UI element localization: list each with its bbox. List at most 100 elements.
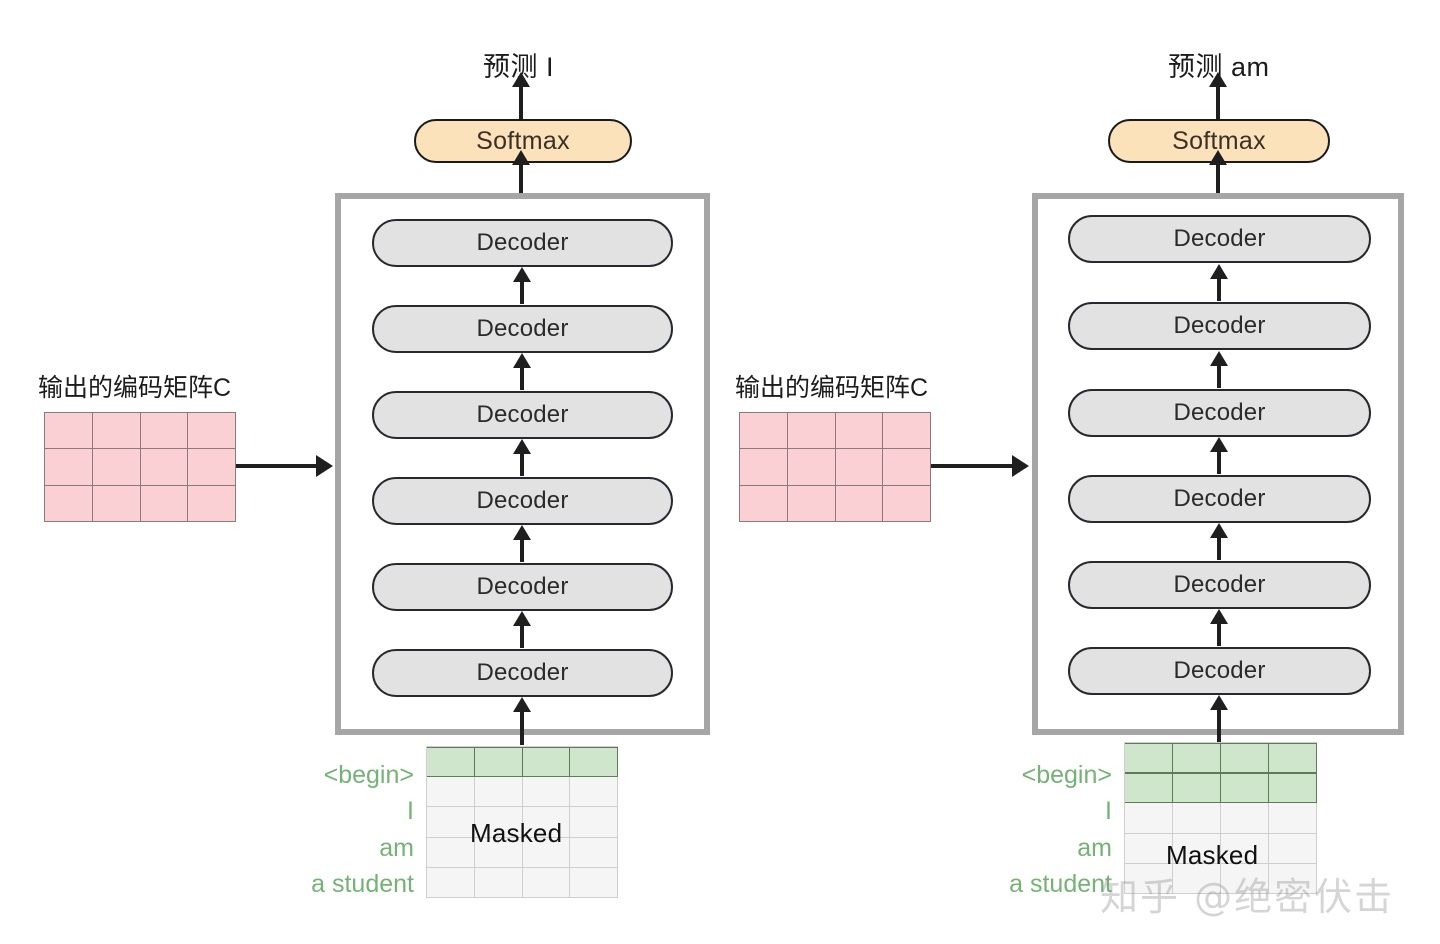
- token-label: I: [1105, 797, 1112, 826]
- encoding-matrix-cell: [740, 485, 788, 522]
- decoder-box-right-2[interactable]: Decoder: [1068, 302, 1371, 350]
- input-cell-masked: [1221, 863, 1269, 894]
- encoding-matrix-label-right: 输出的编码矩阵C: [735, 374, 929, 402]
- token-label: <begin>: [323, 761, 414, 789]
- input-cell-masked: [570, 777, 618, 808]
- input-cell-masked: [1221, 803, 1269, 834]
- input-cell-masked: [1221, 833, 1269, 864]
- input-cell-masked: [427, 777, 475, 808]
- input-cell-active: [1221, 743, 1269, 774]
- input-cell-masked: [522, 867, 571, 898]
- input-cell-masked: [1173, 803, 1221, 834]
- arrow-decoder-left-3-to-2: [520, 366, 524, 390]
- input-cell-masked: [522, 807, 571, 838]
- arrow-decoder-right-2-to-1: [1217, 277, 1221, 301]
- input-cell-masked: [570, 807, 618, 838]
- arrow-decoder-right-6-to-5: [1217, 622, 1221, 646]
- token-label: I: [407, 797, 414, 826]
- input-cell-masked: [570, 837, 618, 868]
- input-cell-masked: [1173, 833, 1221, 864]
- input-cell-masked: [474, 867, 523, 898]
- input-cell-masked: [1125, 833, 1173, 864]
- token-label: am: [379, 833, 414, 862]
- decoder-box-left-3[interactable]: Decoder: [372, 391, 673, 439]
- input-cell-masked: [1269, 833, 1317, 864]
- masked-label-left: Masked: [470, 818, 563, 848]
- arrow-matrix-to-stack-right: [931, 464, 1015, 468]
- masked-label-right: Masked: [1166, 840, 1259, 870]
- input-matrix-right: [1124, 742, 1317, 894]
- decoder-box-right-5[interactable]: Decoder: [1068, 561, 1371, 609]
- softmax-box-left[interactable]: Softmax: [414, 119, 632, 163]
- encoding-matrix-label-left: 输出的编码矩阵C: [38, 374, 232, 402]
- encoding-matrix-cell: [835, 485, 884, 522]
- input-cell-active: [1269, 743, 1317, 774]
- input-cell-masked: [522, 777, 571, 808]
- encoding-matrix-left: [44, 412, 236, 522]
- decoder-box-right-4[interactable]: Decoder: [1068, 475, 1371, 523]
- decoder-box-left-5[interactable]: Decoder: [372, 563, 673, 611]
- input-cell-active: [427, 747, 475, 778]
- encoding-matrix-cell: [787, 449, 836, 486]
- arrow-stack-to-softmax-right: [1216, 163, 1220, 195]
- decoder-box-left-4[interactable]: Decoder: [372, 477, 673, 525]
- token-label: am: [1077, 833, 1112, 862]
- input-cell-masked: [1125, 863, 1173, 894]
- arrow-stack-to-softmax-left: [519, 163, 523, 198]
- encoding-matrix-cell: [45, 449, 93, 486]
- arrow-input-to-decoder-left-6: [520, 710, 524, 745]
- token-label: a student: [311, 869, 414, 898]
- encoding-matrix-cell: [45, 413, 93, 450]
- input-cell-active: [1221, 773, 1269, 804]
- encoding-matrix-right: [739, 412, 931, 522]
- encoding-matrix-cell: [188, 485, 236, 522]
- encoding-matrix-cell: [140, 413, 189, 450]
- arrow-softmax-to-prediction-right: [1216, 85, 1220, 123]
- encoding-matrix-cell: [740, 413, 788, 450]
- input-cell-masked: [570, 867, 618, 898]
- encoding-matrix-cell: [45, 485, 93, 522]
- arrow-decoder-left-4-to-3: [520, 452, 524, 476]
- input-cell-masked: [474, 777, 523, 808]
- arrow-decoder-left-5-to-4: [520, 538, 524, 562]
- encoding-matrix-cell: [188, 413, 236, 450]
- input-cell-masked: [1173, 863, 1221, 894]
- encoding-matrix-cell: [92, 413, 141, 450]
- input-cell-active: [1269, 773, 1317, 804]
- input-cell-masked: [427, 867, 475, 898]
- encoding-matrix-cell: [188, 449, 236, 486]
- encoding-matrix-cell: [92, 449, 141, 486]
- decoder-box-right-3[interactable]: Decoder: [1068, 389, 1371, 437]
- decoder-box-right-1[interactable]: Decoder: [1068, 215, 1371, 263]
- arrow-decoder-left-6-to-5: [520, 624, 524, 648]
- decoder-box-left-2[interactable]: Decoder: [372, 305, 673, 353]
- decoder-box-left-6[interactable]: Decoder: [372, 649, 673, 697]
- arrow-decoder-right-4-to-3: [1217, 450, 1221, 474]
- encoding-matrix-cell: [740, 449, 788, 486]
- input-matrix-left: [426, 746, 618, 898]
- input-cell-active: [1125, 773, 1173, 804]
- arrow-decoder-right-3-to-2: [1217, 364, 1221, 388]
- input-cell-masked: [1269, 863, 1317, 894]
- arrow-matrix-to-stack-left: [236, 464, 319, 468]
- arrow-decoder-left-2-to-1: [520, 280, 524, 304]
- token-label: <begin>: [1021, 761, 1112, 789]
- input-cell-active: [1125, 743, 1173, 774]
- arrow-softmax-to-prediction-left: [519, 85, 523, 123]
- encoding-matrix-cell: [883, 413, 931, 450]
- decoder-box-right-6[interactable]: Decoder: [1068, 647, 1371, 695]
- encoding-matrix-cell: [787, 413, 836, 450]
- arrow-input-to-decoder-right-6: [1217, 708, 1221, 745]
- encoding-matrix-cell: [835, 413, 884, 450]
- input-cell-active: [570, 747, 618, 778]
- decoder-box-left-1[interactable]: Decoder: [372, 219, 673, 267]
- input-cell-masked: [1125, 803, 1173, 834]
- input-cell-active: [522, 747, 571, 778]
- input-cell-active: [474, 747, 523, 778]
- encoding-matrix-cell: [883, 449, 931, 486]
- input-cell-active: [1173, 773, 1221, 804]
- encoding-matrix-cell: [883, 485, 931, 522]
- input-cell-masked: [1269, 803, 1317, 834]
